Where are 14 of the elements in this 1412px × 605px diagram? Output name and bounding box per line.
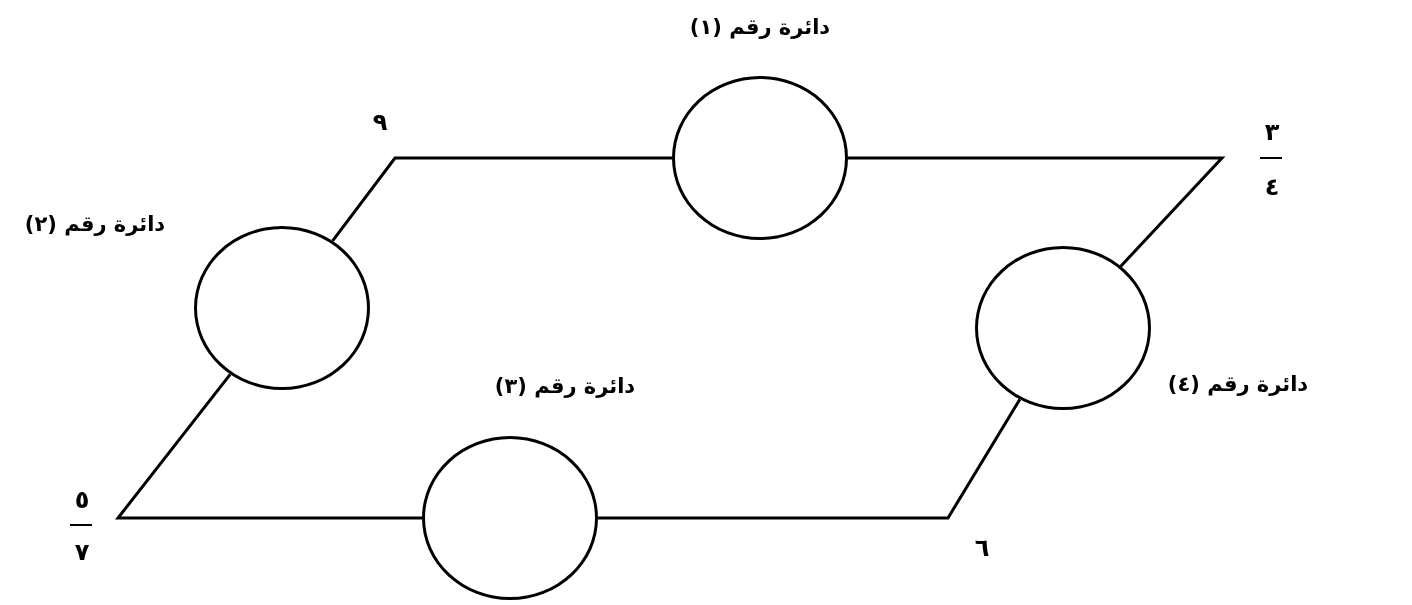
circle-label: دائرة رقم (٢) <box>24 211 166 239</box>
number-label: ٤ <box>1264 175 1280 199</box>
number-label: ٩ <box>372 110 388 134</box>
connector-line <box>331 156 672 242</box>
circle-label: دائرة رقم (٤) <box>1167 371 1309 399</box>
number-label: ٧ <box>74 540 90 564</box>
circle-label: دائرة رقم (٣) <box>494 373 636 401</box>
number-label: ٣ <box>1264 120 1280 144</box>
connector-line <box>114 373 422 520</box>
connector-line <box>598 398 1022 520</box>
number-label: ٥ <box>74 488 90 512</box>
connector-line <box>848 156 1226 268</box>
number-label: ٦ <box>974 536 990 560</box>
circle-label: دائرة رقم (١) <box>689 14 831 42</box>
